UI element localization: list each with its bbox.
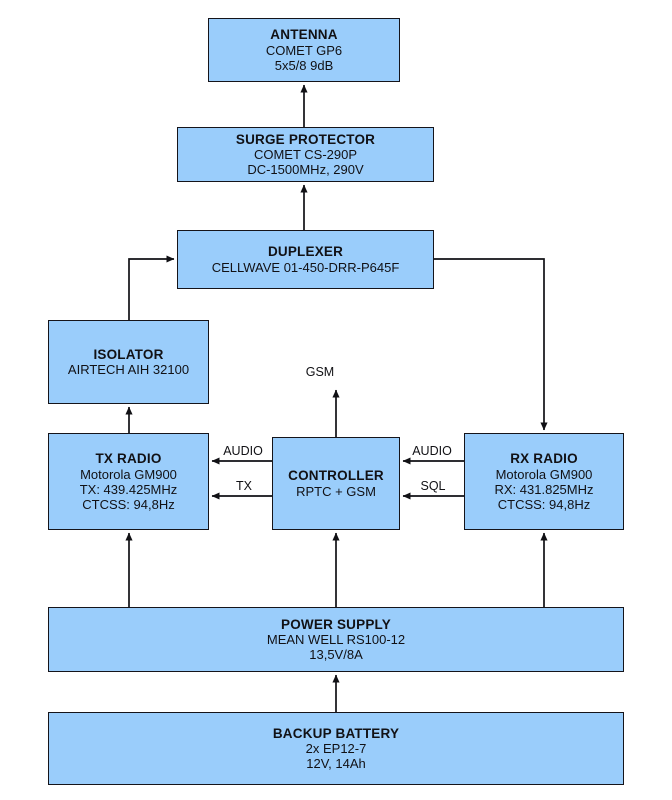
node-isolator-title: ISOLATOR xyxy=(93,346,164,362)
node-tx-radio-line4: CTCSS: 94,8Hz xyxy=(82,496,175,512)
node-rx-radio-title: RX RADIO xyxy=(510,451,578,467)
node-power-supply-title: POWER SUPPLY xyxy=(281,616,391,632)
node-surge-protector-line2: COMET CS-290P xyxy=(253,147,358,163)
node-antenna-title: ANTENNA xyxy=(270,27,338,43)
node-tx-radio-line2: Motorola GM900 xyxy=(80,466,177,482)
node-tx-radio[interactable]: TX RADIO Motorola GM900 TX: 439.425MHz C… xyxy=(48,433,209,530)
node-controller-title: CONTROLLER xyxy=(288,468,384,484)
node-antenna[interactable]: ANTENNA COMET GP6 5x5/8 9dB xyxy=(208,18,400,82)
node-surge-protector[interactable]: SURGE PROTECTOR COMET CS-290P DC-1500MHz… xyxy=(177,127,434,182)
edge-label-sql: SQL xyxy=(420,479,446,493)
node-rx-radio-line2: Motorola GM900 xyxy=(495,466,593,482)
edge-label-gsm: GSM xyxy=(305,365,335,379)
node-controller-line2: RPTC + GSM xyxy=(296,483,376,499)
edge-label-audio-right: AUDIO xyxy=(412,444,452,458)
node-rx-radio-line3: RX: 431.825MHz xyxy=(494,481,594,497)
node-power-supply-line2: MEAN WELL RS100-12 xyxy=(266,632,406,648)
node-duplexer-line2: CELLWAVE 01-450-DRR-P645F xyxy=(211,259,400,275)
node-backup-battery-title: BACKUP BATTERY xyxy=(272,725,400,741)
edge-label-audio-left: AUDIO xyxy=(223,444,263,458)
node-surge-protector-title: SURGE PROTECTOR xyxy=(235,131,376,147)
node-controller[interactable]: CONTROLLER RPTC + GSM xyxy=(272,437,400,530)
node-backup-battery[interactable]: BACKUP BATTERY 2x EP12-7 12V, 14Ah xyxy=(48,712,624,785)
connector-isolator-to-duplexer xyxy=(128,255,175,320)
node-duplexer[interactable]: DUPLEXER CELLWAVE 01-450-DRR-P645F xyxy=(177,230,434,289)
node-tx-radio-line3: TX: 439.425MHz xyxy=(79,481,178,497)
node-surge-protector-line3: DC-1500MHz, 290V xyxy=(247,162,364,178)
node-tx-radio-title: TX RADIO xyxy=(95,451,162,467)
edge-label-tx: TX xyxy=(236,479,252,493)
node-isolator[interactable]: ISOLATOR AIRTECH AIH 32100 xyxy=(48,320,209,404)
node-backup-battery-line2: 2x EP12-7 xyxy=(305,741,367,757)
connector-duplexer-to-rx xyxy=(434,258,548,431)
node-antenna-line3: 5x5/8 9dB xyxy=(274,57,334,73)
node-power-supply[interactable]: POWER SUPPLY MEAN WELL RS100-12 13,5V/8A xyxy=(48,607,624,672)
node-duplexer-title: DUPLEXER xyxy=(267,244,344,260)
node-rx-radio-line4: CTCSS: 94,8Hz xyxy=(497,496,591,512)
node-power-supply-line3: 13,5V/8A xyxy=(309,647,363,663)
node-isolator-line2: AIRTECH AIH 32100 xyxy=(67,362,190,378)
node-antenna-line2: COMET GP6 xyxy=(265,42,343,58)
node-backup-battery-line3: 12V, 14Ah xyxy=(306,756,366,772)
node-rx-radio[interactable]: RX RADIO Motorola GM900 RX: 431.825MHz C… xyxy=(464,433,624,530)
